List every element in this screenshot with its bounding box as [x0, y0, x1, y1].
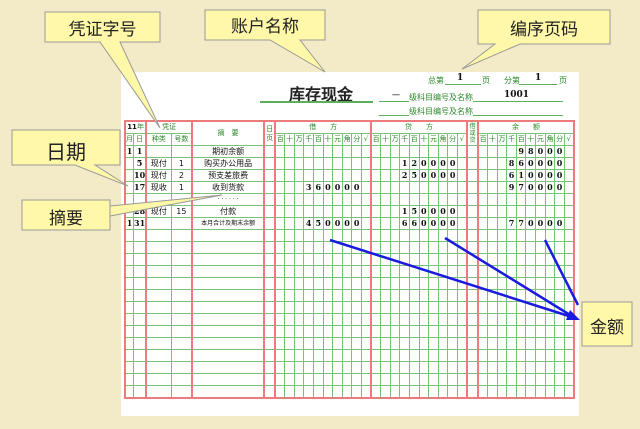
callout-voucher-bubble: [44, 11, 161, 129]
callout-summary-bubble: [21, 194, 223, 231]
callout-amount: 金额: [590, 318, 624, 338]
credit-digit: [456, 385, 468, 399]
title-underline: [260, 101, 373, 103]
arrow-debit: [329, 238, 576, 320]
ledger-grid: 11年凭证摘 要日页借 方贷 方借或贷余 额月日种类号数百十万千百十元角分√百十…: [124, 120, 575, 399]
ledger-title: 库存现金: [289, 85, 354, 104]
total-page-value: 1: [457, 73, 464, 83]
sub-page-label: 分第: [504, 76, 520, 85]
empty-row: [124, 265, 575, 278]
callout-summary: 摘要: [49, 209, 83, 229]
arrow-credit: [444, 236, 576, 320]
debit-digit: [361, 373, 373, 386]
arrows: [329, 236, 580, 320]
credit-digit: [456, 373, 468, 386]
level1-label: 级科目编号及名称: [409, 93, 473, 102]
callout-date-bubble: [11, 129, 129, 187]
callout-account-bubble: [204, 9, 326, 73]
balance-digit: [563, 385, 575, 399]
empty-row: [124, 229, 575, 242]
total-page-label: 总第: [428, 76, 444, 85]
callout-page-bubble: [461, 9, 611, 70]
empty-row: [124, 361, 575, 374]
balance-digit: [563, 373, 575, 386]
empty-row: [124, 253, 575, 266]
arrow-balance: [543, 239, 580, 306]
callout-page-no: 编序页码: [510, 20, 578, 40]
empty-row: [124, 373, 575, 386]
callout-amount-bubble: [581, 301, 633, 347]
callout-account: 账户名称: [231, 17, 299, 37]
ledger-page: 库存现金 总第 1 页 分第 1 页 一 级科目编号及名称 1001 级科目编号…: [121, 72, 579, 416]
level1-value: 1001: [504, 90, 530, 100]
sub-page-value: 1: [535, 73, 542, 83]
ledger-table: 11年凭证摘 要日页借 方贷 方借或贷余 额月日种类号数百十万千百十元角分√百十…: [124, 120, 575, 399]
callout-voucher: 凭证字号: [68, 20, 137, 40]
empty-row: [124, 385, 575, 399]
page-unit: 页: [559, 76, 567, 85]
debit-digit: [361, 385, 373, 399]
level1-prefix: 一: [392, 91, 400, 100]
page-unit: 页: [482, 76, 490, 85]
callout-date: 日期: [46, 140, 86, 164]
empty-row: [124, 337, 575, 350]
level2-label: 级科目编号及名称: [409, 107, 473, 116]
